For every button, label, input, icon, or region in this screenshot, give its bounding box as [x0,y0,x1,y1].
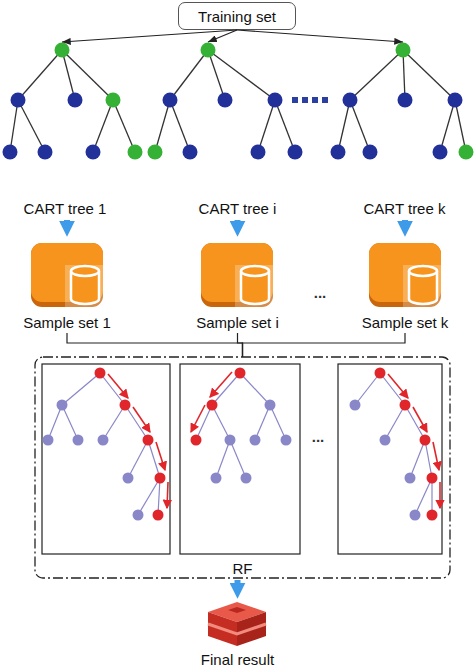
merge-bracket [243,333,406,357]
merge-bracket [67,333,243,357]
forest-group: RF [35,357,450,578]
node-label: CART tree k [364,200,446,217]
sample-set: Sample set i [190,238,285,332]
cart-tree-illustration [338,50,466,152]
tree-split-node [3,93,463,160]
cart-tree: CART tree 1 [0,42,130,218]
node-label: Sample set i [196,314,279,331]
flow-arrow [402,220,408,226]
flow-arrow [235,580,241,588]
sample-set-icon [369,243,441,307]
merge-bracket [238,333,243,357]
node-label: Sample set k [362,314,449,331]
tree-red-node [95,368,438,521]
decision-path-arrow [108,372,440,508]
flow-arrow [237,30,403,42]
cart-tree: CART tree i [160,42,315,218]
ellipsis-label: ... [300,284,340,301]
sample-set: Sample set k [358,238,452,332]
node-label: Training set [198,8,276,25]
decision-path-tree [48,373,432,515]
cart-tree: CART tree k [335,42,474,218]
tree-leaf-node [55,43,474,160]
tree-panel [42,364,442,554]
final-result-icon [208,602,266,646]
cart-tree-illustration [10,50,135,152]
sample-set-icon [201,243,273,307]
ellipsis-squares [292,97,328,103]
rf-frame [35,357,450,578]
node-label: RF [233,560,253,577]
node-label: Final result [201,651,274,668]
flow-arrow [64,220,70,226]
flow-arrow [235,220,241,226]
node-label: CART tree 1 [24,200,107,217]
ellipsis-label: ... [298,428,338,445]
flow-arrow [208,30,237,42]
cart-tree-illustration [155,50,295,152]
node-label: CART tree i [199,200,277,217]
tree-purple-node [43,400,421,521]
input-box: Training set [178,2,296,30]
node-label: Sample set 1 [23,314,111,331]
result-node: Final result [180,600,295,669]
sample-set: Sample set 1 [20,238,114,332]
sample-set-icon [31,243,103,307]
flow-arrow [62,30,237,42]
